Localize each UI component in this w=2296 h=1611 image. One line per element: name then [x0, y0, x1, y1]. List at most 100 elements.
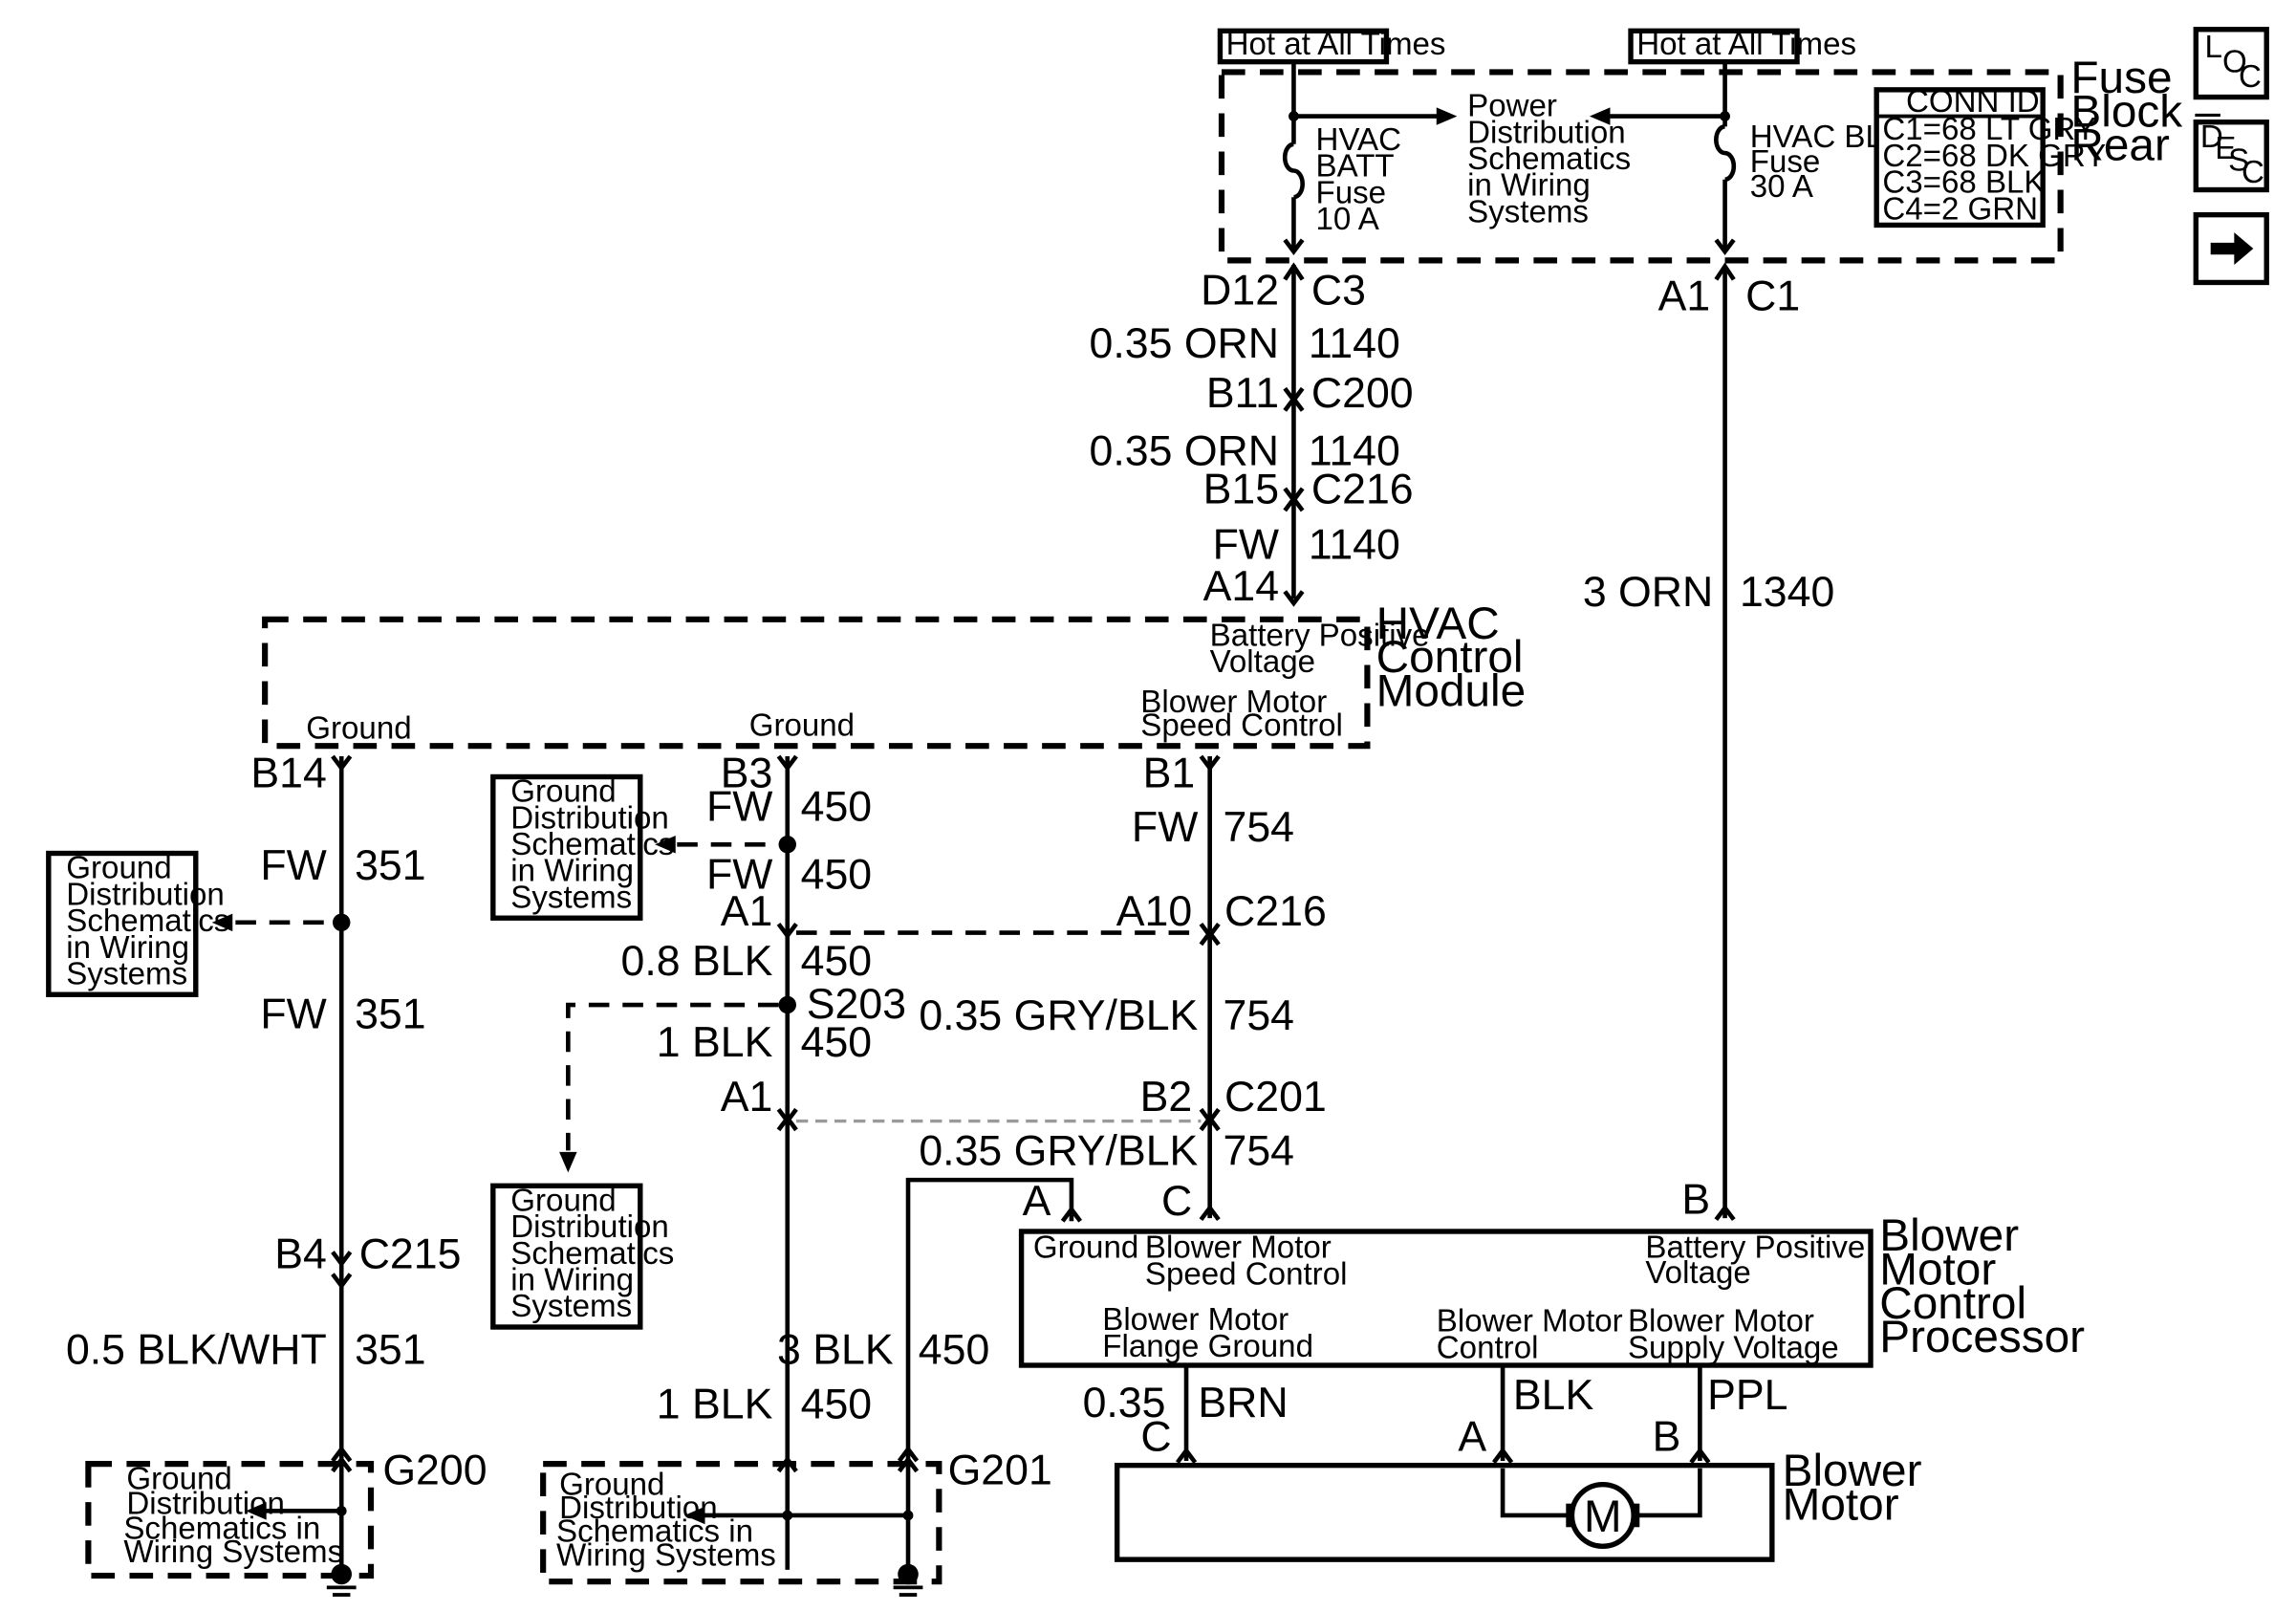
motor-a-terminal: [1491, 1447, 1514, 1464]
motor-internal-wiring: [1500, 1468, 1702, 1518]
wire-1140-gauge-1: 0.35 ORN: [1090, 320, 1279, 367]
wire-blk-color: BLK: [1513, 1372, 1594, 1419]
g201-terminal-left: [776, 1455, 798, 1473]
s203-ground-ref-arrow: [559, 1151, 577, 1173]
wire-450-gauge-2: FW: [706, 851, 772, 898]
conn-c201: C201: [1224, 1074, 1327, 1121]
next-button[interactable]: [2193, 211, 2269, 286]
motor-pin-a: A: [1458, 1413, 1486, 1460]
circuit-450: Ground Distribution Schematics in Wiring…: [490, 750, 1083, 1597]
desc-button-frame[interactable]: [2193, 120, 2269, 193]
power-dist-arrow-left: [1436, 107, 1458, 125]
pin-b11: B11: [1206, 370, 1279, 417]
wire-450-gauge-3: 0.8 BLK: [621, 938, 773, 985]
c201-connector: [1199, 1107, 1221, 1132]
pin-b1: B1: [1143, 750, 1196, 796]
b3-terminal: [776, 754, 798, 773]
450-ground-ref-box-bottom: [490, 1183, 643, 1330]
processor-bpv-label: Battery Positive Voltage: [1645, 1230, 1874, 1291]
hvac-bmsc-label: Blower Motor Speed Control: [1140, 685, 1343, 744]
circuit-754: B1 FW 754 A10 C216 0.35 GRY/BLK 754 B2 C…: [796, 750, 1327, 1225]
wire-1140-num-1: 1140: [1309, 320, 1400, 367]
desc-button[interactable]: D E S C: [2193, 120, 2269, 193]
processor-outline: [1018, 1229, 1874, 1368]
loc-icon: L O C: [2205, 30, 2262, 95]
processor-supply-label: Blower Motor Supply Voltage: [1628, 1304, 1839, 1366]
hot-at-all-times-label-2: [1628, 28, 1800, 65]
g201-ground-icon: [898, 1563, 919, 1585]
c215-connector: [331, 1251, 353, 1290]
g200-terminal: [331, 1445, 353, 1473]
processor-b-terminal: [1714, 1204, 1736, 1222]
circuit-351: Ground Distribution Schematics in Wiring…: [46, 750, 487, 1597]
hvac-bpv-label: Battery Positive Voltage: [1210, 619, 1439, 681]
wire-1140-gauge-3: FW: [1213, 522, 1279, 569]
g200-arrow: [246, 1502, 267, 1520]
wire-450-gauge-1: FW: [706, 784, 772, 831]
pin-b3: B3: [721, 750, 773, 796]
s203-ground-ref-link: [566, 1002, 779, 1151]
wire-450-gauge-4: 1 BLK: [657, 1019, 773, 1066]
g200-ground-ref-text: Ground Distribution Schematics in Wiring…: [123, 1461, 343, 1570]
450-ground-ref-arrow-top: [655, 836, 676, 854]
pin-a14: A14: [1203, 563, 1279, 610]
g201-terminal-right: [897, 1445, 920, 1473]
wire-1340-gauge: 3 ORN: [1583, 569, 1713, 616]
blo-fuse-symbol: [1714, 124, 1737, 183]
processor-bmsc-label: Blower Motor Speed Control: [1145, 1230, 1348, 1293]
hvac-control-module: HVAC Control Module Battery Positive Vol…: [262, 599, 1536, 750]
pin-b2: B2: [1140, 1074, 1193, 1121]
c1-terminal: [1714, 262, 1736, 281]
g200-splice-dot: [336, 1505, 347, 1516]
batt-fuse-symbol: [1282, 142, 1305, 200]
hot-label-1-text: Hot at All Times: [1226, 27, 1446, 62]
pin-b14: B14: [250, 750, 326, 796]
power-distribution-ref: Power Distribution Schematics in Wiring …: [1467, 89, 1639, 230]
g200-outline: [85, 1461, 375, 1579]
pin-b15: B15: [1203, 466, 1279, 512]
processor-pin-b: B: [1681, 1177, 1710, 1224]
motor-b-terminal: [1689, 1447, 1711, 1464]
g201-id: G201: [948, 1448, 1052, 1494]
loc-button[interactable]: L O C: [2193, 27, 2269, 100]
loc-button-frame[interactable]: [2193, 27, 2269, 100]
blower-motor-outline: [1114, 1462, 1775, 1562]
motor-wires: 0.35 BRN C BLK A PPL B: [1083, 1365, 1787, 1464]
wire-ppl-color: PPL: [1707, 1372, 1787, 1419]
processor-flange-label: Blower Motor Flange Ground: [1102, 1302, 1313, 1364]
conn-c1: C1: [1745, 273, 1800, 320]
c200-connector: [1283, 386, 1305, 412]
g200-id: G200: [382, 1448, 487, 1494]
g201-arrow: [683, 1506, 705, 1525]
g201-outline: [540, 1461, 942, 1585]
351-ground-ref-box: [46, 850, 199, 997]
g201-splice-dot-left: [782, 1510, 793, 1521]
wire-450-num-1: 450: [801, 784, 872, 831]
motor-symbol-icon: [1569, 1481, 1636, 1549]
processor-pin-c: C: [1161, 1178, 1192, 1225]
g200-ground-icon-lines: [326, 1585, 357, 1597]
wire-450-3blk: [905, 1177, 1074, 1570]
circuit-1140: D12 C3 0.35 ORN 1140 B11 C200 0.35 ORN 1…: [1090, 262, 1414, 610]
wire-brn-gauge: 0.35: [1083, 1380, 1166, 1426]
blo-fuse-arrow: [1714, 238, 1736, 255]
g201-ground-ref-text: Ground Distribution Schematics in Wiring…: [556, 1467, 776, 1573]
hvac-module-title: HVAC Control Module: [1376, 599, 1536, 717]
conn-c216-lower: C216: [1224, 888, 1327, 935]
motor-pin-c: C: [1140, 1413, 1171, 1460]
conn-id-rows: C1=68 LT GRY C2=68 DK GRY C3=68 BLK C4=2…: [1882, 112, 2114, 227]
hot-label-2-text: Hot at All Times: [1636, 27, 1856, 62]
splice-s203: S203: [807, 981, 906, 1028]
g201-splice-dot-right: [902, 1510, 914, 1521]
wire-1140-gauge-2: 0.35 ORN: [1090, 427, 1279, 474]
processor-c-terminal: [1199, 1204, 1221, 1222]
fuse-block-outline: [1218, 69, 2064, 264]
450-ground-ref-text-top: Ground Distribution Schematics in Wiring…: [510, 774, 682, 916]
fuse-block-title: Fuse Block – Rear: [2070, 53, 2233, 171]
a1-terminal-upper: [776, 922, 798, 940]
wire-351-gauge-2: FW: [260, 991, 326, 1038]
wire-brn-color: BRN: [1198, 1380, 1288, 1426]
conn-c200: C200: [1311, 370, 1414, 417]
power-dist-arrow-right: [1589, 107, 1611, 125]
